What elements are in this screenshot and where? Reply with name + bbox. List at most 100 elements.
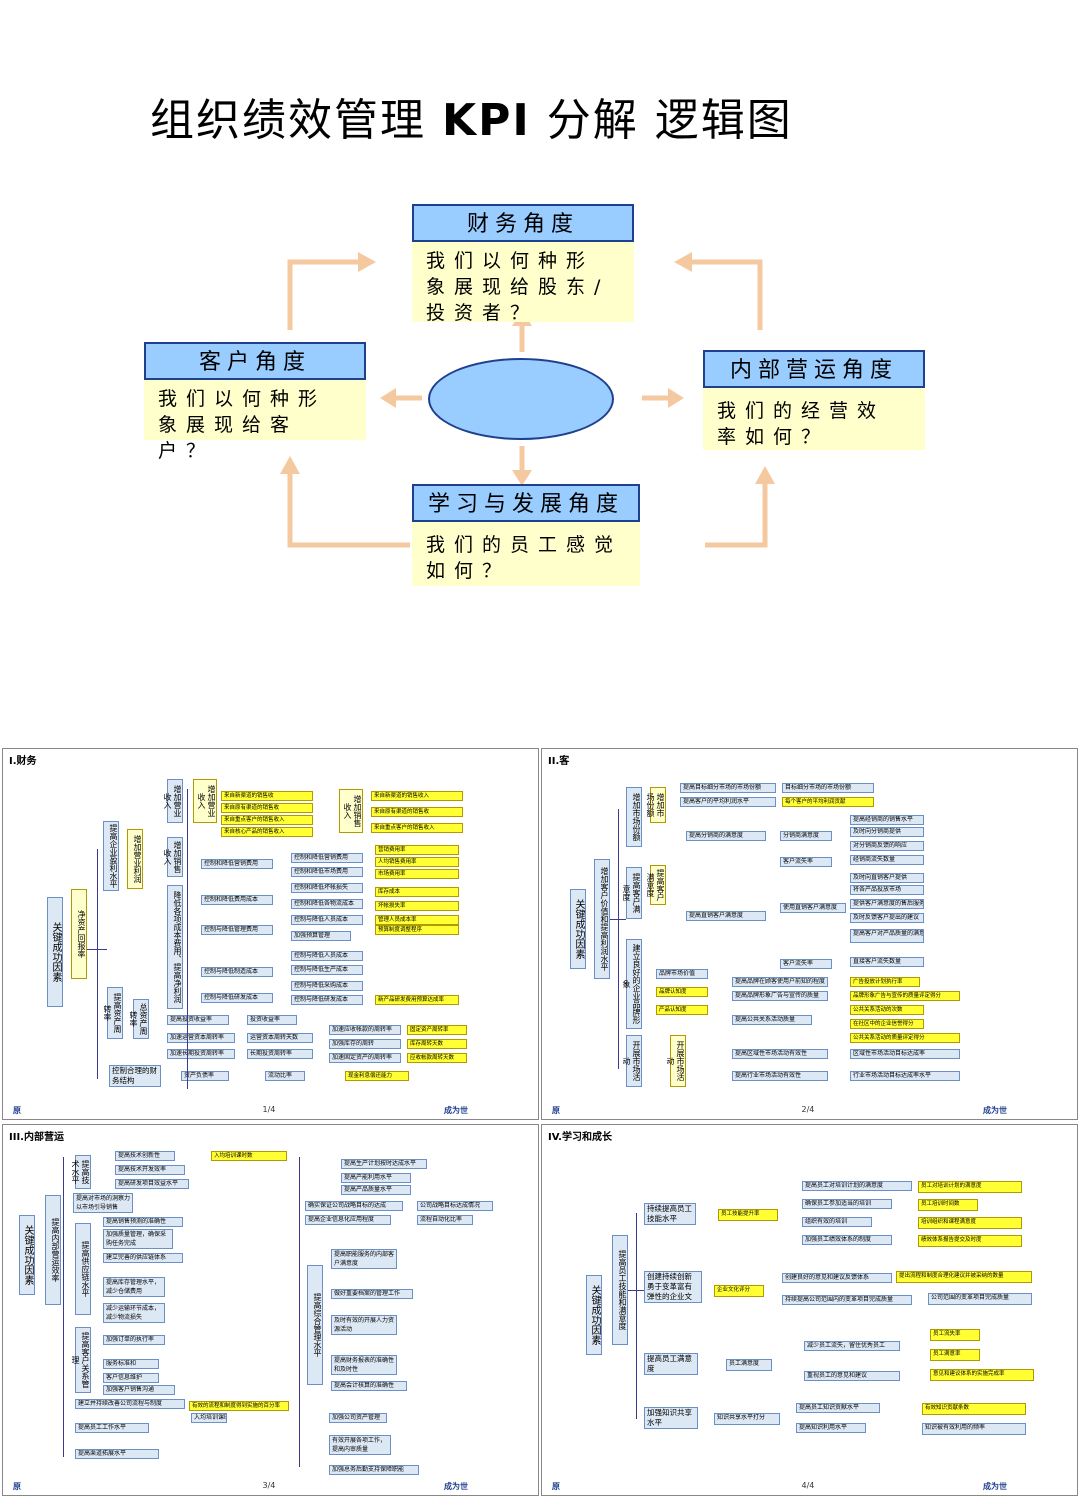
- l1-node: 增加客户价值和提高利润水平: [594, 859, 610, 979]
- mid-node: 控制与降低管理费用: [201, 925, 273, 935]
- mid2-node: 投资收益率: [247, 1015, 297, 1025]
- mid-node: 建立完善的供应链体系: [103, 1253, 183, 1263]
- l2-node: 提高供应链水平: [75, 1223, 91, 1315]
- right-node: 将各产品投放市场: [850, 885, 924, 895]
- right-node: 公司战略目标达成情况: [417, 1201, 493, 1211]
- mid-node: 提高客户的平均利润水平: [680, 797, 776, 807]
- connector: [618, 809, 619, 1069]
- center-ellipse: [428, 358, 614, 440]
- panel-finance: I.财务 关键成功因素 净资产回报率 提高企业盈利水平 增加营业利润 提高资产周…: [2, 748, 539, 1120]
- right-node: 加速固定资产的周转率: [329, 1053, 401, 1063]
- l2-node: 创建持续创新勇于变革富有弹性的企业文化: [644, 1271, 702, 1303]
- l1-node: 净资产回报率: [71, 889, 87, 979]
- arrow-learning-to-customer: [287, 460, 410, 548]
- learning-body: 我们的员工感觉如何？: [412, 522, 640, 586]
- l2-node: 加强知识共享水平: [644, 1407, 698, 1429]
- mid-node: 提高投资收益率: [167, 1015, 229, 1025]
- footer-left: 原: [13, 1106, 21, 1115]
- root-node: 关键成功因素: [19, 1215, 35, 1295]
- panel-title: I.财务: [9, 756, 37, 767]
- right-node: 及时反馈客户提出的建议: [850, 913, 924, 923]
- mid2-node: 运营资本周转天数: [247, 1033, 313, 1043]
- connector: [187, 789, 188, 1089]
- mid2-node: 加强预算管理: [291, 931, 351, 941]
- right-node: 员工培训时间数: [918, 1199, 978, 1211]
- right-node: 公司范围的变革项目完成质量: [928, 1293, 1032, 1305]
- panel-internal: III.内部营运 关键成功因素 提高内部营运效率 提高技术水平 提高供应链水平 …: [2, 1124, 539, 1496]
- right-node: 流程自动化比率: [417, 1215, 473, 1225]
- mid-node: 企业文化评分: [714, 1285, 764, 1297]
- right-node: 公共关系活动的质量评定得分: [850, 1033, 960, 1043]
- l1-node: 增加营业利润: [127, 829, 143, 889]
- mid-node: 提高直销客户满意度: [686, 911, 766, 921]
- right-node: 及时向分销商提供: [850, 827, 924, 837]
- mid2-node: 确保员工参加适当的培训: [802, 1199, 892, 1209]
- right-node: 广告投放计划执行率: [850, 977, 920, 987]
- arrowhead: [512, 470, 532, 486]
- kpi-leaf: 有效的流程和制度得到实施的百分率: [189, 1401, 289, 1411]
- l2-node: 开展市场活动: [622, 1035, 642, 1087]
- mid-node: 资产负债率: [181, 1071, 229, 1081]
- panel-customer: II.客 关键成功因素 增加客户价值和提高利润水平 增加市场份额 提高客户满意度…: [541, 748, 1078, 1120]
- mid2-node: 提高员工知识贡献水平: [796, 1403, 880, 1413]
- internal-header: 内部营运角度: [703, 350, 925, 388]
- right-node: 提出流程和制度合理化建议并被采纳的数量: [896, 1271, 1032, 1283]
- mid2-node: 长期投资周转率: [247, 1049, 313, 1059]
- mid2-node: 提高公共关系活动质量: [732, 1015, 812, 1025]
- mid-node: 提高技术开发效率: [115, 1165, 185, 1175]
- kpi-leaf: 来自新渠道的销售收入: [371, 791, 463, 801]
- right-node: 员工流失率: [930, 1329, 980, 1341]
- l1-node: 控制合理的财务结构: [109, 1065, 161, 1087]
- title-suffix: 分解 逻辑图: [546, 95, 793, 146]
- right-node: 加速应收帐款的周转率: [329, 1025, 401, 1035]
- kpi-leaf: 库存成本: [375, 887, 459, 897]
- arrowhead: [755, 466, 775, 484]
- right-node: 知识被有效利用的频率: [922, 1423, 1026, 1435]
- kpi-leaf: 预算制度调整程序: [375, 925, 459, 935]
- mid2-node: 提高员工对培训计划的满意度: [802, 1181, 912, 1191]
- mid2-node: 有效开展各项工作，提高内审质量: [329, 1435, 391, 1455]
- page-number: 2/4: [801, 1105, 815, 1114]
- mid2-node: 减少员工流失，留住优秀员工: [804, 1341, 900, 1351]
- internal-body: 我们的经营效率如何？: [703, 388, 925, 450]
- title-chinese: 组织绩效管理: [150, 95, 426, 146]
- mid2-node: 控制和降低坏帐损失: [291, 883, 363, 893]
- panel-footer: 原 4/4 成为世: [542, 1481, 1077, 1493]
- l2-node: 提高综合管理水平: [307, 1265, 323, 1385]
- internal-perspective: 内部营运角度 我们的经营效率如何？: [703, 350, 925, 450]
- l2-node: 持续提高员工技能水平: [644, 1203, 696, 1225]
- mid2-node: 组织有效的培训: [802, 1217, 872, 1227]
- footer-left: 原: [552, 1106, 560, 1115]
- customer-body: 我们以何种形象展现给客户？: [144, 380, 366, 462]
- right-node: 培训组织和课程满意度: [918, 1217, 1022, 1229]
- finance-header: 财务角度: [412, 204, 634, 242]
- kpi-leaf: 新产品研发费用预算达成率: [375, 995, 459, 1005]
- mid-node: 提高技术创新性: [115, 1151, 175, 1161]
- mid2-node: 分销商满意度: [780, 831, 832, 841]
- mid-node: 客户信息维护: [103, 1373, 159, 1383]
- mid2-node: 提高产品质量水平: [341, 1185, 411, 1195]
- arrowhead: [280, 456, 300, 474]
- learning-perspective: 学习与发展角度 我们的员工感觉如何？: [412, 484, 640, 586]
- mid-node: 加强质量管理，确保采购任务完成: [103, 1229, 173, 1249]
- mid-node: 提高行业市场活动有效性: [732, 1071, 828, 1081]
- mid2-node: 持续提高公司范围内的变革项目完成质量: [782, 1295, 912, 1305]
- right-node: 现金利息偿还能力: [345, 1071, 409, 1081]
- footer-right: 成为世: [444, 1482, 468, 1491]
- mid2-node: 加强员工绩效体系的制度: [802, 1235, 892, 1245]
- connector: [97, 849, 98, 1079]
- l2-node: 提高技术水平: [71, 1155, 91, 1189]
- mid-node: 控制和降低营销费用: [201, 859, 273, 869]
- arrowhead: [380, 388, 396, 408]
- l2-node: 提高客户满意度: [622, 867, 642, 919]
- right-node: 在社区中的企业信誉得分: [850, 1019, 924, 1029]
- l1-node: 提高企业盈利水平: [103, 821, 119, 891]
- mid-node: 提高库存管理水平，减少仓储费用: [103, 1277, 165, 1297]
- mid2-node: 加强公司资产管理: [329, 1413, 387, 1423]
- l2-node: 总资产周转率: [129, 999, 149, 1039]
- mid-node: 加速运营资本周转率: [167, 1033, 235, 1043]
- right-node: 对分销商反馈的响应: [850, 841, 924, 851]
- arrowhead: [674, 252, 692, 272]
- mid-node: 加速长期投资周转率: [167, 1049, 235, 1059]
- l2-node-alt: 增加市场份额: [646, 787, 666, 823]
